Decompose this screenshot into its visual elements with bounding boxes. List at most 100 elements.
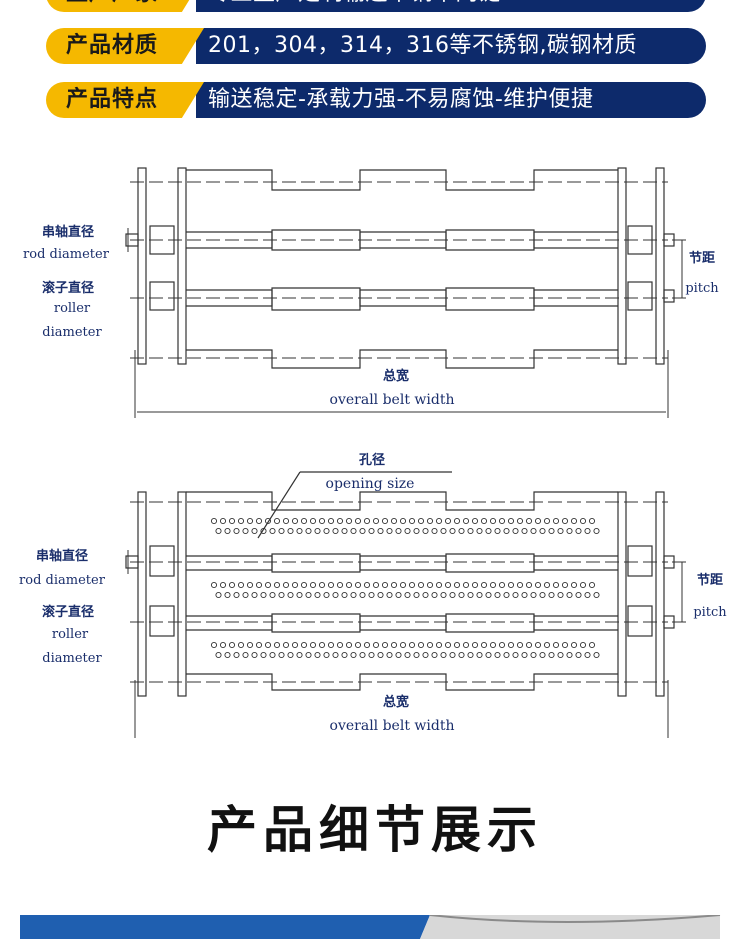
perforated-belt-svg: 孔径 opening size 串轴直径 rod diameter 滚子直径 r… [19,452,727,738]
opening-hole [323,651,330,659]
opening-hole [381,517,389,525]
opening-hole [467,651,474,659]
opening-hole [453,641,461,649]
rod-diameter-cn-label: 串轴直径 [36,548,88,564]
opening-hole [296,591,303,599]
opening-hole [588,641,596,649]
opening-hole [269,527,276,535]
opening-hole [440,527,447,535]
opening-hole [543,641,551,649]
pitch-cn-label: 节距 [697,572,723,588]
opening-hole [305,591,312,599]
opening-hole [246,517,254,525]
opening-hole [453,581,461,589]
opening-hole [210,581,218,589]
opening-hole [282,517,290,525]
opening-hole [341,527,348,535]
opening-hole [309,581,317,589]
opening-hole [390,641,398,649]
opening-hole [476,591,483,599]
opening-hole [318,517,326,525]
roller-diameter-en-label-2: diameter [42,651,102,666]
opening-hole [588,517,596,525]
opening-hole [588,581,596,589]
width-cn-label: 总宽 [383,694,409,710]
roller-diameter-cn-label: 滚子直径 [42,280,94,296]
opening-hole [210,641,218,649]
opening-hole [525,517,533,525]
width-en-label: overall belt width [330,392,455,408]
opening-hole [327,641,335,649]
opening-hole [435,581,443,589]
opening-hole [575,527,582,535]
opening-hole [530,591,537,599]
opening-hole [413,651,420,659]
opening-hole [449,651,456,659]
opening-hole [246,581,254,589]
opening-hole [269,591,276,599]
opening-hole [534,641,542,649]
opening-hole [507,517,515,525]
opening-hole [368,527,375,535]
opening-hole [570,517,578,525]
opening-hole [242,527,249,535]
opening-hole [498,581,506,589]
width-cn-label: 总宽 [383,368,409,384]
opening-hole [480,641,488,649]
opening-hole [422,591,429,599]
opening-hole [417,641,425,649]
opening-hole [341,591,348,599]
opening-hole [426,517,434,525]
opening-hole [453,517,461,525]
opening-hole [431,651,438,659]
opening-hole [467,527,474,535]
opening-hole [512,591,519,599]
opening-hole [426,581,434,589]
opening-hole [305,527,312,535]
opening-hole [300,517,308,525]
opening-hole [444,641,452,649]
opening-hole [300,641,308,649]
opening-hole [467,591,474,599]
opening-hole [413,591,420,599]
opening-hole [381,581,389,589]
spec-value: 专业生产定制输送带钢带网链 [208,0,501,12]
opening-hole [476,527,483,535]
opening-hole [471,581,479,589]
opening-hole [404,591,411,599]
opening-hole [584,651,591,659]
opening-hole [530,527,537,535]
opening-hole [354,641,362,649]
opening-hole [336,581,344,589]
opening-hole [282,581,290,589]
opening-hole [377,591,384,599]
opening-hole [237,641,245,649]
opening-hole [386,651,393,659]
opening-hole [332,527,339,535]
opening-hole [534,581,542,589]
opening-hole [444,581,452,589]
belt-diagram-perforated: 孔径 opening size 串轴直径 rod diameter 滚子直径 r… [0,440,750,750]
opening-hole [444,517,452,525]
opening-hole [471,517,479,525]
opening-hole [395,527,402,535]
opening-hole [300,581,308,589]
opening-hole [305,651,312,659]
spec-label: 产品特点 [46,82,204,118]
opening-hole [566,651,573,659]
opening-hole [291,581,299,589]
opening-hole [525,581,533,589]
opening-hole [390,581,398,589]
opening-hole [278,591,285,599]
opening-holes [210,517,600,659]
opening-hole [584,591,591,599]
opening-hole [530,651,537,659]
opening-hole [593,591,600,599]
opening-hole [260,527,267,535]
opening-hole [543,581,551,589]
opening-hole [503,591,510,599]
opening-hole [480,517,488,525]
opening-hole [228,581,236,589]
opening-hole [309,641,317,649]
opening-hole [489,517,497,525]
